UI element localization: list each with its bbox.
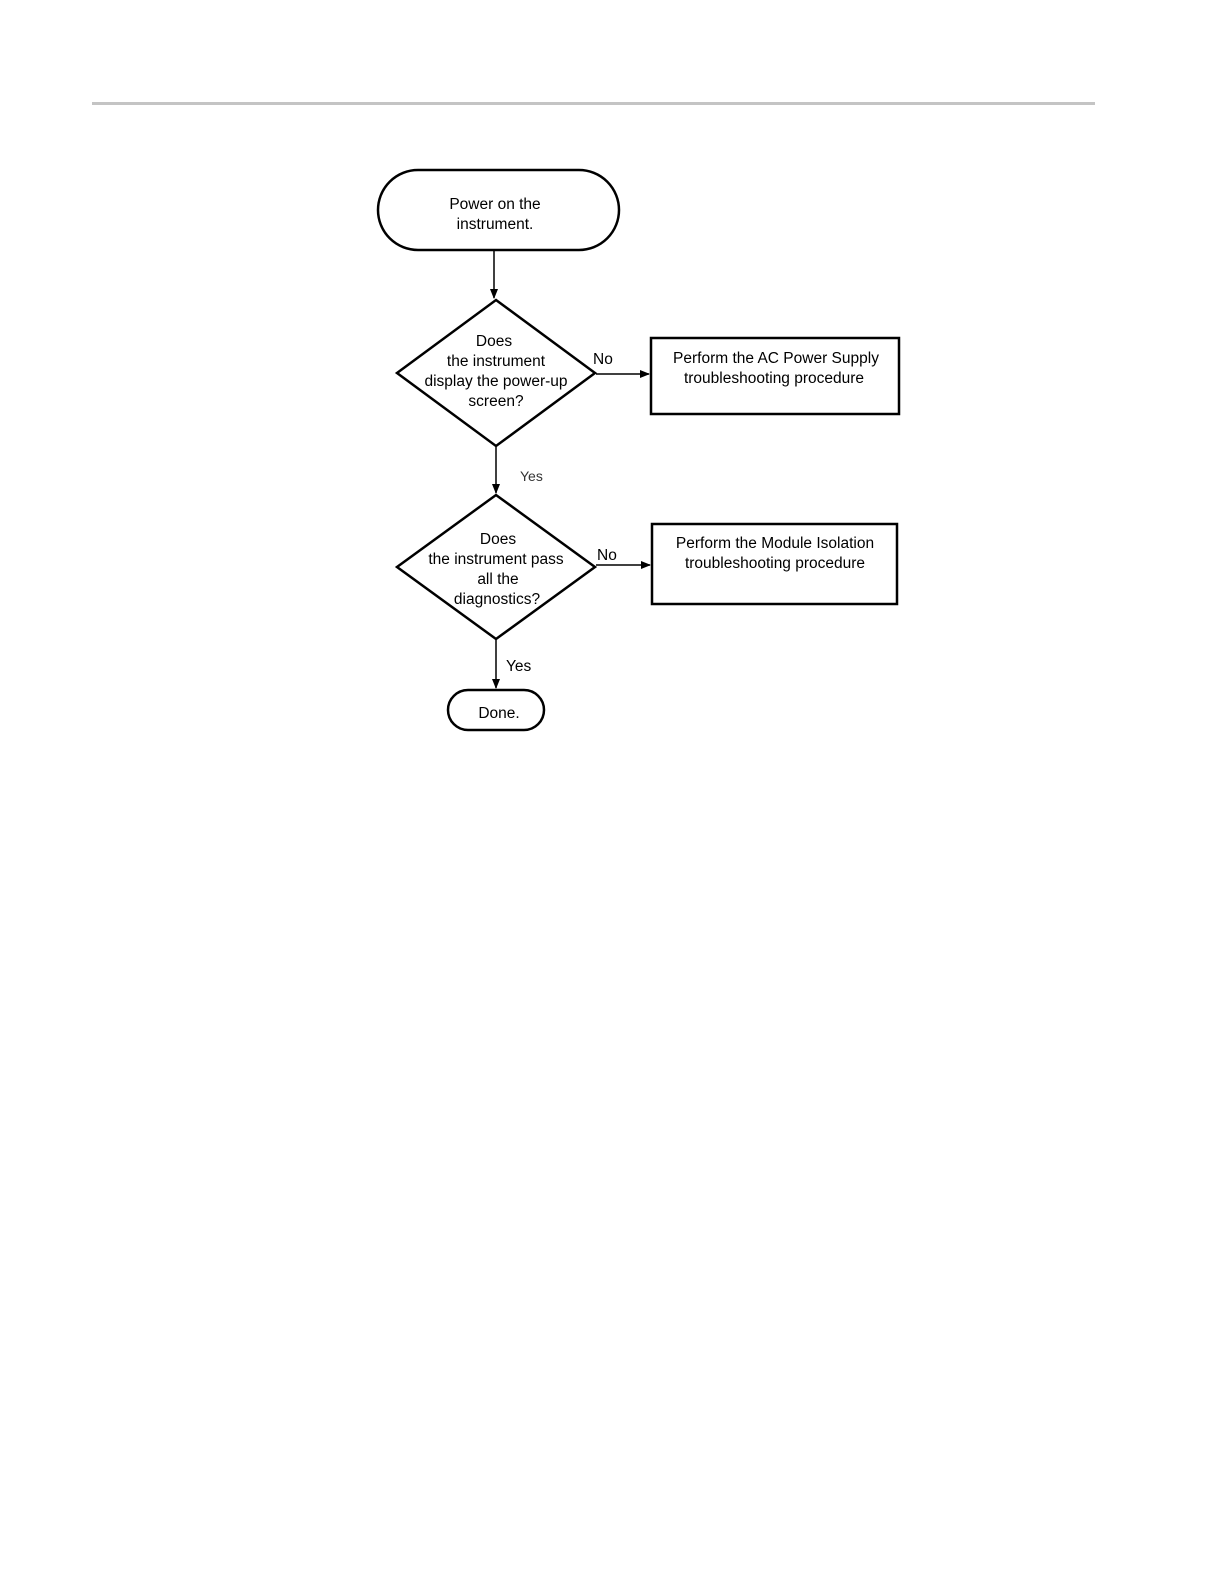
action1-node: Perform the AC Power Supply troubleshoot… (651, 338, 899, 414)
decision1-line-4: screen? (468, 393, 524, 410)
action2-line-2: troubleshooting procedure (685, 555, 865, 572)
decision2-line-3: all the (477, 571, 518, 588)
decision2-node: Does the instrument pass all the diagnos… (397, 495, 595, 639)
action1-line-1: Perform the AC Power Supply (673, 350, 879, 367)
decision2-no-label: No (597, 547, 617, 564)
end-node-line-1: Done. (478, 705, 519, 722)
decision2-line-4: diagnostics? (454, 591, 541, 608)
decision1-no-label: No (593, 351, 613, 368)
end-node: Done. (448, 690, 544, 730)
decision2-line-1: Does (480, 531, 516, 548)
decision1-line-1: Does (476, 333, 512, 350)
decision1-node: Does the instrument display the power-up… (397, 300, 595, 446)
decision1-line-3: display the power-up (424, 373, 567, 390)
action2-node: Perform the Module Isolation troubleshoo… (652, 524, 897, 604)
decision2-yes-label: Yes (506, 658, 532, 675)
action1-line-2: troubleshooting procedure (684, 370, 864, 387)
decision1-line-2: the instrument (447, 353, 546, 370)
action2-line-1: Perform the Module Isolation (676, 535, 874, 552)
start-node-line-1: Power on the (449, 196, 540, 213)
start-node: Power on the instrument. (378, 170, 619, 250)
decision2-line-2: the instrument pass (428, 551, 564, 568)
decision1-yes-label: Yes (520, 468, 543, 484)
start-node-line-2: instrument. (457, 216, 534, 233)
